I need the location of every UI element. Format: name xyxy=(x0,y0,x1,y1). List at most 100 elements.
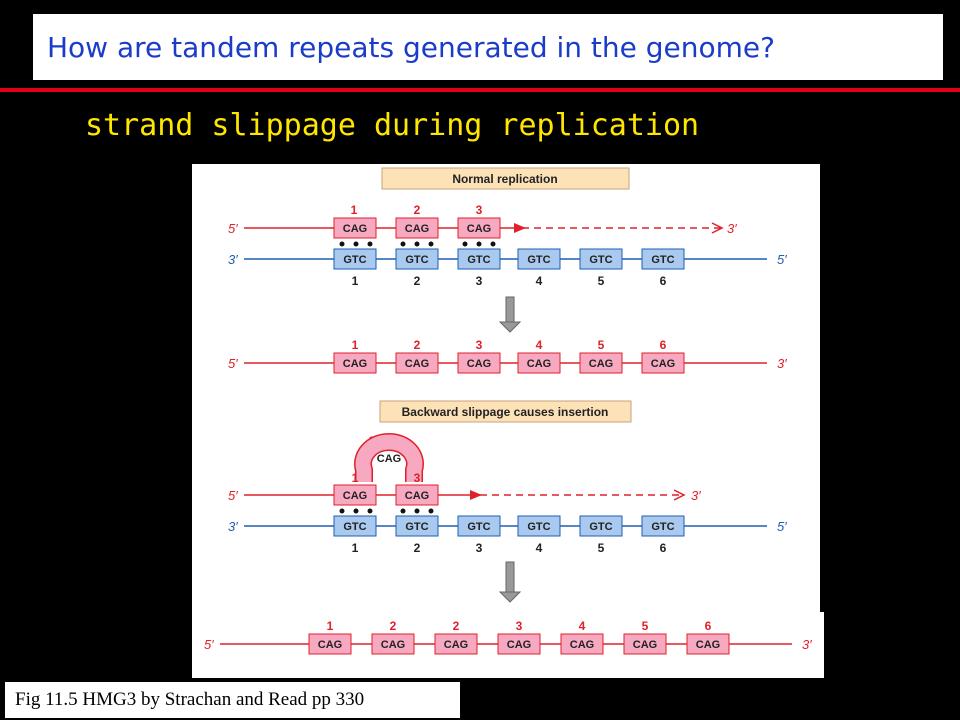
svg-text:6: 6 xyxy=(660,274,667,288)
svg-text:3: 3 xyxy=(476,338,483,352)
svg-text:GTC: GTC xyxy=(405,254,428,266)
row4-3prime: 3′ xyxy=(802,637,812,652)
slide-subtitle: strand slippage during replication xyxy=(85,108,700,143)
normal-replication-label: Normal replication xyxy=(452,172,557,186)
row3-base-pair-dots xyxy=(339,508,434,514)
row1-bottom-numbers: 1 2 3 4 5 6 xyxy=(352,274,667,288)
down-arrow-1 xyxy=(498,296,522,333)
insertion-result-row: 5′ 3′ 1 2 2 3 4 5 6 CAG CAG CAG CAG CAG … xyxy=(204,619,812,655)
backward-slippage-label: Backward slippage causes insertion xyxy=(402,405,609,419)
svg-text:3: 3 xyxy=(476,274,483,288)
normal-replication-box xyxy=(381,167,630,190)
backward-slippage-box xyxy=(379,400,632,423)
row1-5prime: 5′ xyxy=(228,221,238,236)
svg-text:CAG: CAG xyxy=(589,358,613,370)
svg-text:4: 4 xyxy=(536,274,543,288)
slide-title: How are tandem repeats generated in the … xyxy=(47,30,776,64)
svg-text:5: 5 xyxy=(598,541,605,555)
svg-text:GTC: GTC xyxy=(343,521,366,533)
row2-numbers: 1 2 3 4 5 6 xyxy=(352,338,667,352)
row1-bottom-5prime: 5′ xyxy=(777,252,787,267)
looped-out-repeat: 2 CAG xyxy=(354,433,424,482)
svg-text:1: 1 xyxy=(351,203,358,217)
svg-text:GTC: GTC xyxy=(527,521,550,533)
row2-cag-repeats: CAG CAG CAG CAG CAG CAG xyxy=(333,352,685,374)
svg-text:4: 4 xyxy=(536,541,543,555)
svg-text:CAG: CAG xyxy=(527,358,551,370)
svg-text:1: 1 xyxy=(327,619,334,633)
svg-text:CAG: CAG xyxy=(405,358,429,370)
svg-text:CAG: CAG xyxy=(343,223,367,235)
svg-text:CAG: CAG xyxy=(377,453,401,465)
svg-text:CAG: CAG xyxy=(696,639,720,651)
figure-bottom-panel: 5′ 3′ 1 2 2 3 4 5 6 CAG CAG CAG CAG CAG … xyxy=(192,612,824,678)
down-arrow-2 xyxy=(498,561,522,603)
figure-panel: Normal replication 5′ 3′ 1 2 3 CAG CAG C… xyxy=(192,164,820,612)
svg-text:5: 5 xyxy=(598,338,605,352)
svg-text:2: 2 xyxy=(390,619,397,633)
svg-text:GTC: GTC xyxy=(589,521,612,533)
svg-text:1: 1 xyxy=(352,471,359,485)
svg-text:6: 6 xyxy=(660,338,667,352)
svg-text:5: 5 xyxy=(598,274,605,288)
svg-text:GTC: GTC xyxy=(589,254,612,266)
svg-text:CAG: CAG xyxy=(444,639,468,651)
svg-text:CAG: CAG xyxy=(381,639,405,651)
svg-text:3: 3 xyxy=(516,619,523,633)
svg-text:CAG: CAG xyxy=(467,358,491,370)
replication-diagram: Normal replication 5′ 3′ 1 2 3 CAG CAG C… xyxy=(228,167,787,603)
svg-text:CAG: CAG xyxy=(343,490,367,502)
svg-text:5: 5 xyxy=(642,619,649,633)
row1-3prime: 3′ xyxy=(727,221,737,236)
svg-text:CAG: CAG xyxy=(507,639,531,651)
row3-cag-repeats: CAG CAG xyxy=(333,484,439,506)
figure-caption-box: Fig 11.5 HMG3 by Strachan and Read pp 33… xyxy=(5,682,460,718)
svg-text:1: 1 xyxy=(352,338,359,352)
row1-bottom-3prime: 3′ xyxy=(228,252,238,267)
row1-arrowhead xyxy=(514,223,526,233)
svg-text:GTC: GTC xyxy=(467,254,490,266)
svg-text:2: 2 xyxy=(453,619,460,633)
row3-3prime: 3′ xyxy=(691,488,701,503)
svg-text:3: 3 xyxy=(476,541,483,555)
row1-cag-repeats: CAG CAG CAG xyxy=(333,217,501,239)
svg-text:GTC: GTC xyxy=(651,521,674,533)
svg-text:2: 2 xyxy=(414,203,421,217)
svg-text:1: 1 xyxy=(352,541,359,555)
row3-gtc-repeats: GTC GTC GTC GTC GTC GTC xyxy=(333,515,685,537)
svg-text:6: 6 xyxy=(660,541,667,555)
row3-bottom-numbers: 1 2 3 4 5 6 xyxy=(352,541,667,555)
svg-text:2: 2 xyxy=(414,274,421,288)
row3-bottom-3prime: 3′ xyxy=(228,519,238,534)
row4-5prime: 5′ xyxy=(204,637,214,652)
title-box: How are tandem repeats generated in the … xyxy=(33,14,943,80)
row1-base-pair-dots xyxy=(339,241,496,247)
svg-text:CAG: CAG xyxy=(405,223,429,235)
svg-text:GTC: GTC xyxy=(405,521,428,533)
svg-text:GTC: GTC xyxy=(651,254,674,266)
row3-bottom-5prime: 5′ xyxy=(777,519,787,534)
svg-text:4: 4 xyxy=(536,338,543,352)
figure-caption: Fig 11.5 HMG3 by Strachan and Read pp 33… xyxy=(15,689,365,710)
svg-text:CAG: CAG xyxy=(651,358,675,370)
svg-text:CAG: CAG xyxy=(343,358,367,370)
svg-text:1: 1 xyxy=(352,274,359,288)
svg-text:6: 6 xyxy=(705,619,712,633)
svg-text:CAG: CAG xyxy=(405,490,429,502)
row4-numbers: 1 2 2 3 4 5 6 xyxy=(327,619,712,633)
svg-text:2: 2 xyxy=(414,541,421,555)
svg-text:GTC: GTC xyxy=(527,254,550,266)
row4-cag-repeats: CAG CAG CAG CAG CAG CAG CAG xyxy=(308,633,730,655)
row3-5prime: 5′ xyxy=(228,488,238,503)
svg-text:2: 2 xyxy=(414,338,421,352)
row2-3prime: 3′ xyxy=(777,356,787,371)
svg-text:CAG: CAG xyxy=(318,639,342,651)
svg-text:4: 4 xyxy=(579,619,586,633)
svg-text:CAG: CAG xyxy=(633,639,657,651)
row3-arrowhead xyxy=(470,490,482,500)
svg-text:GTC: GTC xyxy=(343,254,366,266)
svg-text:CAG: CAG xyxy=(570,639,594,651)
svg-text:3: 3 xyxy=(414,471,421,485)
title-divider xyxy=(0,88,960,92)
row1-gtc-repeats: GTC GTC GTC GTC GTC GTC xyxy=(333,248,685,270)
